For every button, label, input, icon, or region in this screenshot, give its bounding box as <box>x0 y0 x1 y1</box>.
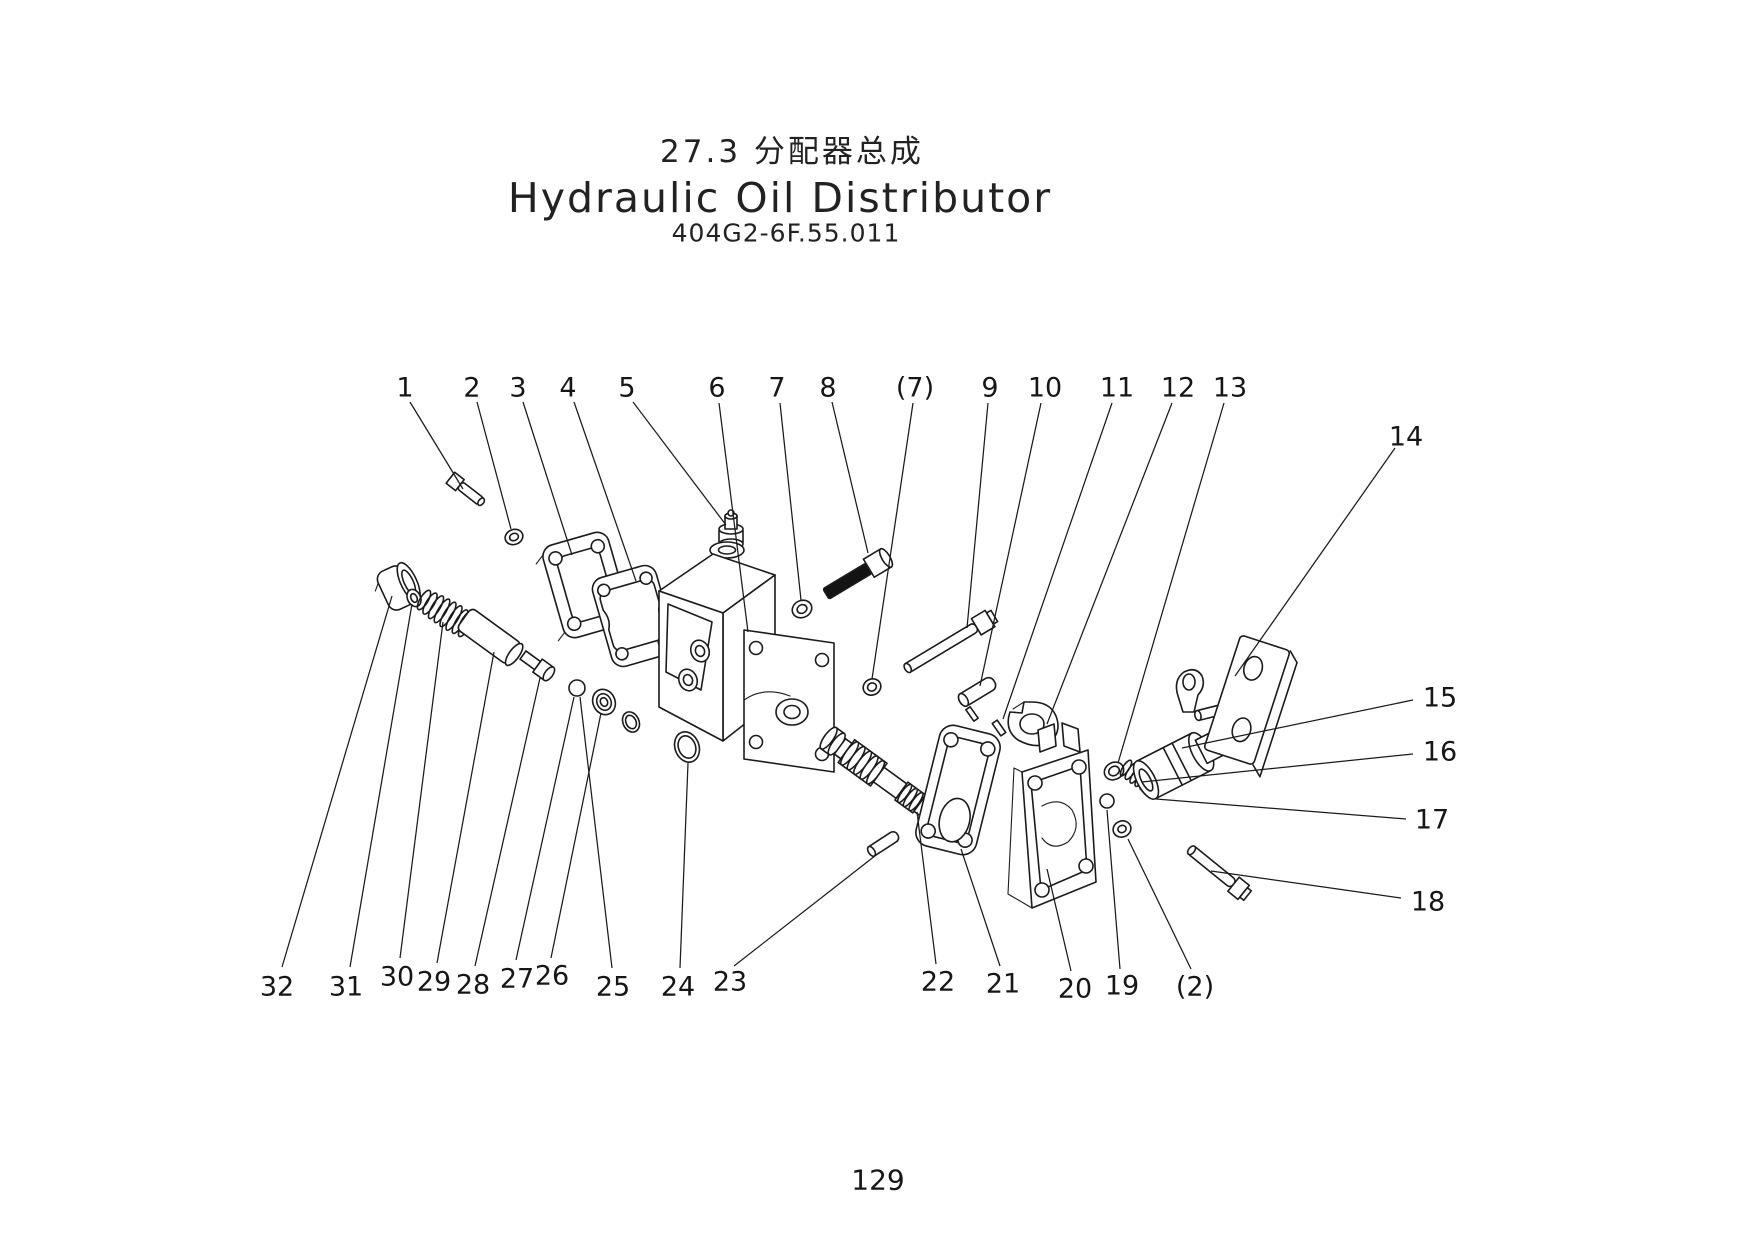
part-oring-25 <box>621 711 641 733</box>
leader-line-18 <box>1210 870 1402 899</box>
callout-label-8: 8 <box>819 373 836 404</box>
callout-label-9: 9 <box>981 373 998 404</box>
leader-line-7 <box>779 402 802 601</box>
callout-label-24: 24 <box>661 972 695 1003</box>
section-title: 27.3 分配器总成 <box>660 134 924 170</box>
callout-label-5: 5 <box>618 373 635 404</box>
callout-label-10: 10 <box>1028 373 1062 404</box>
part-plate-14 <box>1203 635 1298 778</box>
leader-line-10 <box>979 402 1042 687</box>
callout-label-25: 25 <box>596 972 630 1003</box>
leader-line-13 <box>1117 402 1225 764</box>
leader-line-4 <box>573 401 637 582</box>
leader-line-5 <box>632 401 727 526</box>
part-oring-7b <box>862 678 882 696</box>
part-bolt-8 <box>822 547 894 600</box>
leader-line-23 <box>733 851 881 967</box>
part-number: 404G2-6F.55.011 <box>672 219 901 248</box>
part-washer-2b <box>1112 820 1132 838</box>
part-oring-7 <box>791 599 813 619</box>
callout-label-17: 17 <box>1415 805 1449 836</box>
leader-line-14 <box>1234 447 1396 677</box>
part-pin-11 <box>965 705 1007 737</box>
callout-label-3: 3 <box>509 373 526 404</box>
leader-line-32 <box>281 595 393 968</box>
part-plunger-28 <box>519 650 556 682</box>
callout-label-14: 14 <box>1389 422 1423 453</box>
leader-line-17 <box>1155 798 1407 820</box>
callout-label-26: 26 <box>535 961 569 992</box>
leader-line-30 <box>399 621 444 959</box>
callout-label-21: 21 <box>986 969 1020 1000</box>
leader-line-25 <box>579 696 613 969</box>
leader-line-11 <box>1002 402 1113 720</box>
part-pin-10 <box>957 676 997 708</box>
leader-line-22 <box>916 811 937 965</box>
callout-label-12: 12 <box>1161 373 1195 404</box>
callout-label-32: 32 <box>260 972 294 1003</box>
part-gasket-21 <box>915 724 1001 856</box>
part-bolt-1 <box>445 471 486 507</box>
leader-line-31 <box>349 603 413 968</box>
leader-line-28 <box>474 677 541 967</box>
callout-label-4: 4 <box>559 373 576 404</box>
page-title: Hydraulic Oil Distributor <box>508 174 1052 222</box>
part-bolt-18 <box>1186 845 1253 902</box>
leader-line-6 <box>718 402 749 633</box>
callout-label-16: 16 <box>1423 737 1457 768</box>
part-valve-body-6 <box>658 541 835 773</box>
callout-label-15: 15 <box>1423 683 1457 714</box>
part-ball-27 <box>568 679 586 697</box>
callout-label-31: 31 <box>329 972 363 1003</box>
callout-label-23: 23 <box>713 967 747 998</box>
part-bolt-9 <box>903 609 999 674</box>
callout-label-19: 19 <box>1105 971 1139 1002</box>
callout-label-11: 11 <box>1100 373 1134 404</box>
page-number: 129 <box>851 1164 904 1197</box>
callout-label-2: 2 <box>463 373 480 404</box>
callout-label-27: 27 <box>500 964 534 995</box>
part-ring-24 <box>673 731 701 763</box>
leader-line-9 <box>966 402 989 629</box>
part-spring-30 <box>416 589 475 638</box>
leader-line-8 <box>831 401 869 554</box>
part-ball-19 <box>1099 793 1115 809</box>
leader-line-(2) <box>1127 838 1192 970</box>
leader-line-24 <box>679 762 689 969</box>
leader-line-20 <box>1046 868 1072 972</box>
part-body-20 <box>1007 722 1097 909</box>
callout-label-13: 13 <box>1213 373 1247 404</box>
callout-label-1: 1 <box>396 373 413 404</box>
leader-line-26 <box>550 712 602 959</box>
callout-label-22: 22 <box>921 967 955 998</box>
callout-label-29: 29 <box>417 967 451 998</box>
callout-label-30: 30 <box>380 962 414 993</box>
part-piston-29 <box>457 608 524 667</box>
callout-label-(7): (7) <box>896 373 934 404</box>
callout-label-6: 6 <box>708 373 725 404</box>
callout-label-20: 20 <box>1058 974 1092 1005</box>
leader-line-12 <box>1046 402 1173 725</box>
leader-line-27 <box>515 696 575 961</box>
leader-line-2 <box>476 401 512 530</box>
part-washer-2 <box>504 528 524 546</box>
leader-line-21 <box>960 848 1001 967</box>
callout-label-28: 28 <box>456 970 490 1001</box>
callout-label-(2): (2) <box>1176 972 1214 1003</box>
callout-label-18: 18 <box>1411 887 1445 918</box>
leader-line-15 <box>1181 699 1414 749</box>
callout-label-7: 7 <box>768 373 785 404</box>
leader-line-1 <box>409 401 464 490</box>
part-oring-13 <box>1103 761 1125 781</box>
leader-line-29 <box>436 651 495 964</box>
part-bushing-26 <box>591 688 617 716</box>
leader-line-3 <box>522 401 573 556</box>
leader-line-19 <box>1106 809 1121 970</box>
leader-line-16 <box>1141 753 1414 783</box>
leader-line-(7) <box>871 402 914 680</box>
part-pin-23 <box>866 830 900 858</box>
